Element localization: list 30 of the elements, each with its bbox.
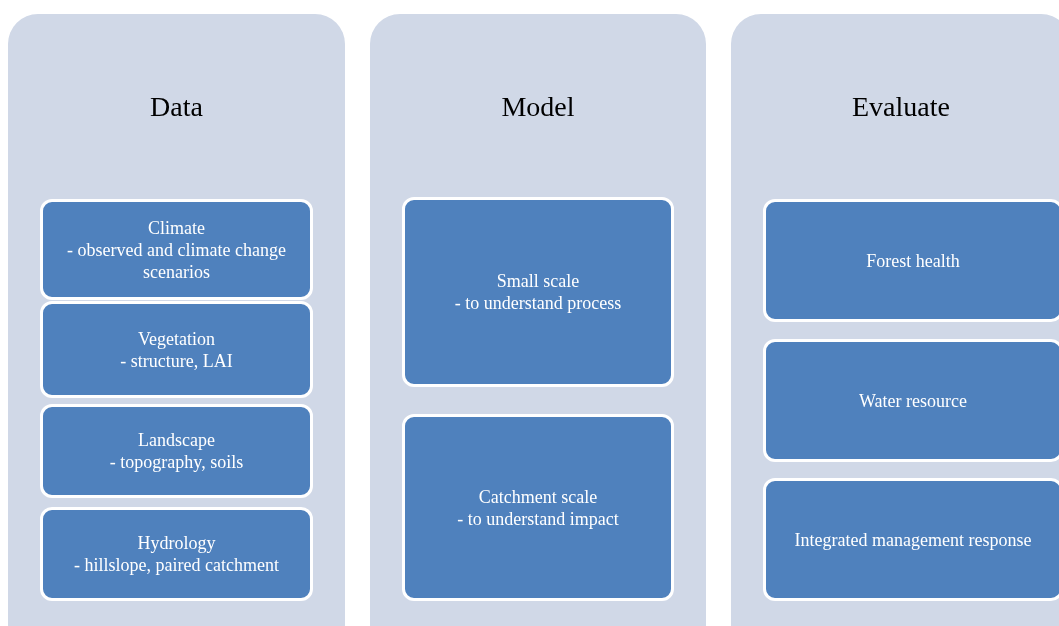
box-heading: Climate (148, 216, 205, 239)
column-title: Model (500, 90, 576, 124)
box-heading: Landscape (138, 429, 215, 451)
box-heading: Forest health (866, 249, 960, 272)
category-box (763, 199, 1059, 322)
column-title: Data (149, 90, 204, 124)
column-title: Evaluate (851, 90, 951, 124)
box-heading: Hydrology (137, 532, 216, 554)
box-heading: Water resource (859, 389, 967, 412)
box-heading: Integrated management response (794, 528, 1032, 551)
box-heading: Catchment scale (478, 485, 598, 508)
category-box (40, 199, 313, 300)
box-description: - observed and climate change scenarios (66, 238, 287, 283)
column-panel (370, 14, 706, 626)
box-description: - to understand process (454, 292, 622, 314)
category-box (402, 197, 674, 387)
category-box (763, 478, 1059, 601)
box-heading: Small scale (496, 270, 580, 292)
column-panel (8, 14, 345, 626)
column-panel (731, 14, 1059, 626)
box-description: - topography, soils (109, 451, 244, 473)
category-box (763, 339, 1059, 462)
category-box (40, 507, 313, 601)
category-box (402, 414, 674, 601)
box-heading: Vegetation (138, 327, 215, 350)
category-box (40, 301, 313, 398)
box-description: - hillslope, paired catchment (74, 554, 279, 576)
category-box (40, 404, 313, 498)
box-description: - to understand impact (457, 507, 619, 530)
box-description: - structure, LAI (120, 349, 233, 372)
